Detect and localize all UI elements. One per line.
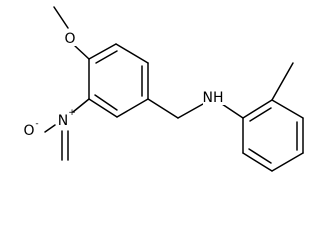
ch2-nh-bond [177,103,204,119]
nh-ring-bond [221,103,244,119]
nitro-nitrogen-charge: + [68,108,76,118]
nitro-oxygen-charge: - [35,119,38,129]
ring-ch2-bond [147,98,179,119]
right-benzene-ring [242,99,304,172]
amine-label: NH [203,90,224,106]
methyl-bond [271,62,294,101]
nitro-oxygen-label: O [23,123,34,139]
molecule-structure: O N + O - NH [22,6,304,172]
methyl-o-bond [53,6,69,29]
ring-nitro-bond [72,98,90,113]
nitro-o-bond [44,124,56,133]
methoxy-oxygen-label: O [64,31,75,47]
o-ring-bond [74,45,90,60]
left-benzene-ring [88,43,149,118]
nitro-nitrogen-label: N [58,113,68,129]
